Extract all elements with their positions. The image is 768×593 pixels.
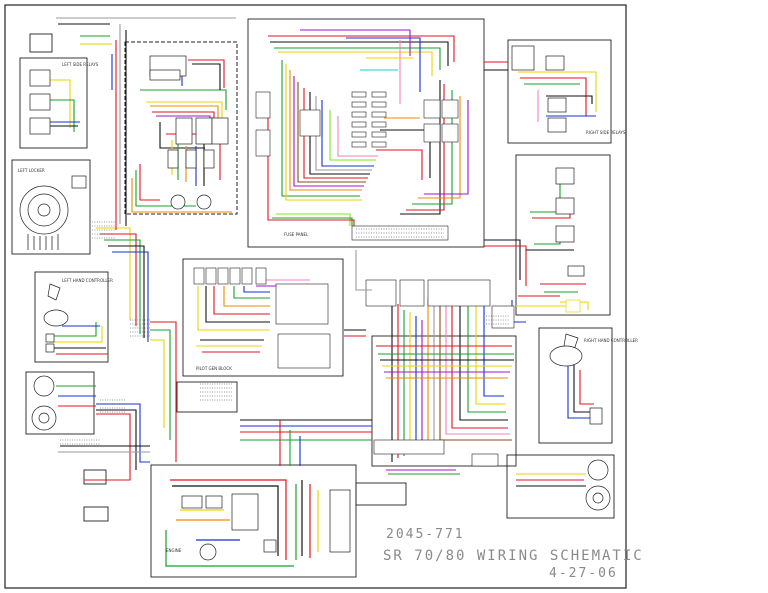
right-switch-wiring <box>526 176 589 310</box>
center-harness-connectors <box>365 279 515 467</box>
top-left-box <box>29 33 53 53</box>
right-connector-frame <box>506 454 615 519</box>
right-relays-wiring <box>518 71 597 122</box>
engine-label: ENGINE <box>166 548 182 553</box>
engine-wiring <box>165 479 319 567</box>
connector-pin-rows <box>60 221 510 445</box>
left-relays-components <box>29 69 51 135</box>
right-connector-components <box>585 459 611 511</box>
right-joystick-frame <box>538 327 613 444</box>
left-locker-frame <box>11 159 91 255</box>
left-relays-label: LEFT SIDE RELAYS <box>62 62 99 67</box>
fuse-panel-connector <box>351 225 449 241</box>
schematic-title: SR 70/80 WIRING SCHEMATIC <box>383 548 644 564</box>
right-connector-wiring <box>516 473 586 487</box>
trunk-wiring <box>56 17 527 481</box>
pilot-gen-components <box>193 267 331 369</box>
right-relays-components <box>511 45 567 133</box>
left-connectors <box>31 375 57 431</box>
left-joystick-wiring <box>50 322 108 355</box>
schematic-date: 4-27-06 <box>549 566 618 581</box>
left-locker-components <box>19 175 87 250</box>
left-joystick-label: LEFT HAND CONTROLLER <box>62 278 113 283</box>
small-box-left <box>83 469 107 485</box>
center-harness-frame <box>371 335 517 467</box>
right-joystick-components <box>549 333 603 425</box>
right-switch-components <box>555 167 585 313</box>
engine-frame <box>150 464 357 578</box>
sheet-border <box>4 4 627 589</box>
fuse-panel-label: FUSE PANEL <box>284 232 309 237</box>
lower-right-box <box>355 482 407 506</box>
left-relays-wiring <box>48 79 80 132</box>
controller-components <box>149 55 229 210</box>
pilot-gen-block-frame <box>182 258 344 377</box>
fuse-panel-fuses <box>255 91 459 157</box>
left-connector-wiring <box>56 385 96 407</box>
right-relays-frame <box>507 39 612 144</box>
lower-junction-frame <box>176 381 238 413</box>
engine-components <box>181 489 351 561</box>
fuse-panel-frame <box>247 18 485 248</box>
small-box-left-2 <box>83 506 109 522</box>
left-joystick-components <box>43 283 69 353</box>
right-relays-label: RIGHT SIDE RELAYS <box>586 130 626 135</box>
left-joystick-frame <box>34 271 109 363</box>
controller-dashed-frame <box>124 41 238 215</box>
right-switch-frame <box>515 154 611 316</box>
block-frames <box>11 18 615 578</box>
right-joystick-label: RIGHT HAND CONTROLLER <box>584 338 638 343</box>
left-relays-frame <box>19 57 88 149</box>
left-connector-frame <box>25 371 95 435</box>
left-locker-label: LEFT LOCKER <box>18 168 45 173</box>
part-number: 2045-771 <box>386 527 465 542</box>
right-joystick-wiring <box>567 362 598 419</box>
center-harness-wiring <box>376 294 566 475</box>
pilot-gen-block-label: PILOT GEN BLOCK <box>196 366 232 371</box>
